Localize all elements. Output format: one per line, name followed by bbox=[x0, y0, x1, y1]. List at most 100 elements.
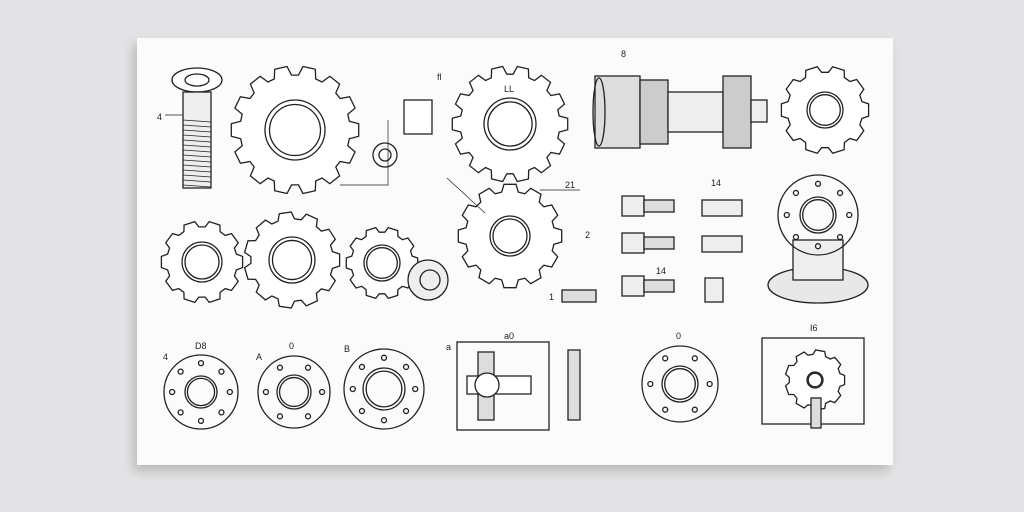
label: 2 bbox=[585, 230, 590, 240]
bolt-head bbox=[171, 67, 223, 93]
flange-b2-bolt-hole bbox=[304, 413, 312, 420]
flange-b3-bore-inner bbox=[365, 370, 403, 408]
dimension-line bbox=[340, 120, 389, 186]
flange-b5-bolt-hole bbox=[662, 355, 669, 362]
flange-b2-bolt-hole bbox=[276, 364, 284, 371]
flange-b2-bolt-hole bbox=[318, 388, 326, 396]
bushing-hole bbox=[419, 269, 441, 291]
gear-top-center-bore-inner bbox=[487, 101, 533, 147]
dimension-box bbox=[456, 341, 550, 431]
washer bbox=[372, 142, 398, 168]
flange-b5-bolt-hole bbox=[647, 380, 654, 388]
flange-neck bbox=[792, 239, 844, 281]
shaft-end bbox=[750, 99, 768, 123]
small-bolt bbox=[701, 235, 743, 253]
small-nut bbox=[704, 277, 724, 303]
bolt-thread bbox=[182, 169, 212, 173]
hex-bolt-shank bbox=[643, 279, 675, 293]
gear-row2-2 bbox=[243, 211, 341, 309]
flange-b2-bolt-hole bbox=[276, 413, 284, 420]
label: B bbox=[344, 344, 350, 354]
bolt-thread bbox=[182, 139, 212, 143]
flange-b5-bolt-hole bbox=[691, 406, 698, 413]
gear-row2-1-bore bbox=[181, 241, 223, 283]
flange-b5-bore bbox=[661, 365, 699, 403]
label: 21 bbox=[565, 180, 575, 190]
label: 4 bbox=[163, 352, 168, 362]
label: 1 bbox=[549, 292, 554, 302]
gear-detail bbox=[784, 349, 846, 411]
gear-row2-2-bore bbox=[268, 236, 316, 284]
shaft-collar bbox=[594, 75, 641, 149]
hex-bolt-head bbox=[621, 275, 645, 297]
bolt-thread bbox=[182, 159, 212, 163]
label: a bbox=[446, 342, 451, 352]
shaft-knurl bbox=[639, 79, 669, 145]
screw bbox=[561, 289, 597, 303]
flange-b1-bolt-hole bbox=[197, 359, 205, 367]
gear-large-bore bbox=[264, 99, 326, 161]
flange-b3-bolt-hole bbox=[402, 407, 410, 415]
bolt-thread bbox=[182, 179, 212, 183]
flange-b1-bolt-hole bbox=[226, 388, 234, 396]
label: D8 bbox=[195, 341, 207, 351]
flange-top-bolt-hole bbox=[792, 233, 800, 241]
flange-b2 bbox=[257, 355, 331, 429]
flange-b1-bore bbox=[184, 375, 218, 409]
label: A bbox=[256, 352, 262, 362]
gear-row2-3-bore-inner bbox=[366, 247, 398, 279]
flange-top-bolt-hole bbox=[836, 189, 844, 197]
bolt-thread bbox=[182, 134, 212, 138]
label: LL bbox=[504, 84, 514, 94]
flange-top-bore-inner bbox=[802, 199, 834, 231]
gear-row2-2-bore-inner bbox=[271, 239, 313, 281]
flange-b1-bolt-hole bbox=[177, 409, 184, 416]
flange-top-bolt-hole bbox=[814, 243, 822, 250]
flange-top-bore bbox=[799, 196, 837, 234]
flange-b5 bbox=[641, 345, 719, 423]
gear-top-right-bore bbox=[806, 91, 844, 129]
flange-b2-bore bbox=[276, 374, 312, 410]
flange-b1-bore-inner bbox=[186, 377, 216, 407]
flange-b2-bolt-hole bbox=[262, 388, 270, 396]
pin bbox=[567, 349, 581, 421]
bolt-thread bbox=[182, 129, 212, 133]
gear-large bbox=[230, 65, 360, 195]
label: 0 bbox=[676, 331, 681, 341]
hex-bolt-shank bbox=[643, 199, 675, 213]
shaft-body bbox=[667, 91, 724, 133]
gear-middle-bore-inner bbox=[492, 218, 528, 254]
flange-b1-bolt-hole bbox=[218, 368, 225, 375]
gear-row2-3 bbox=[345, 226, 419, 300]
gear-middle bbox=[457, 183, 563, 289]
label: 4 bbox=[157, 112, 162, 122]
flange-top-bolt-hole bbox=[836, 233, 844, 241]
shaft-gear bbox=[722, 75, 752, 149]
bushing bbox=[407, 259, 449, 301]
flange-b1-bolt-hole bbox=[177, 368, 184, 375]
flange-top-bolt-hole bbox=[783, 211, 790, 219]
bolt-thread bbox=[182, 144, 212, 148]
flange-b1-bolt-hole bbox=[168, 388, 176, 396]
flange-b1-bolt-hole bbox=[218, 409, 225, 416]
label: I6 bbox=[810, 323, 818, 333]
flange-b3-bolt-hole bbox=[412, 385, 419, 393]
bolt-head-top bbox=[184, 73, 210, 87]
label: a0 bbox=[504, 331, 514, 341]
flange-b1-bolt-hole bbox=[197, 417, 205, 425]
gear-detail-bore-inner bbox=[807, 372, 823, 388]
hex-bolt-head bbox=[621, 195, 645, 217]
flange-b1 bbox=[163, 354, 239, 430]
flange-b5-bolt-hole bbox=[691, 355, 698, 362]
label: 14 bbox=[711, 178, 721, 188]
gear-top-right bbox=[780, 65, 870, 155]
flange-b3-bolt-hole bbox=[349, 385, 356, 393]
label: 8 bbox=[621, 49, 626, 59]
flange-top-bolt-hole bbox=[846, 211, 853, 219]
gear-row2-1 bbox=[160, 220, 244, 304]
flange-b3-bolt-hole bbox=[358, 363, 366, 371]
washer-hole bbox=[378, 148, 392, 162]
flange-b5-bore-inner bbox=[664, 368, 696, 400]
flange-b3-bolt-hole bbox=[358, 407, 366, 415]
bolt-thread bbox=[182, 149, 212, 153]
